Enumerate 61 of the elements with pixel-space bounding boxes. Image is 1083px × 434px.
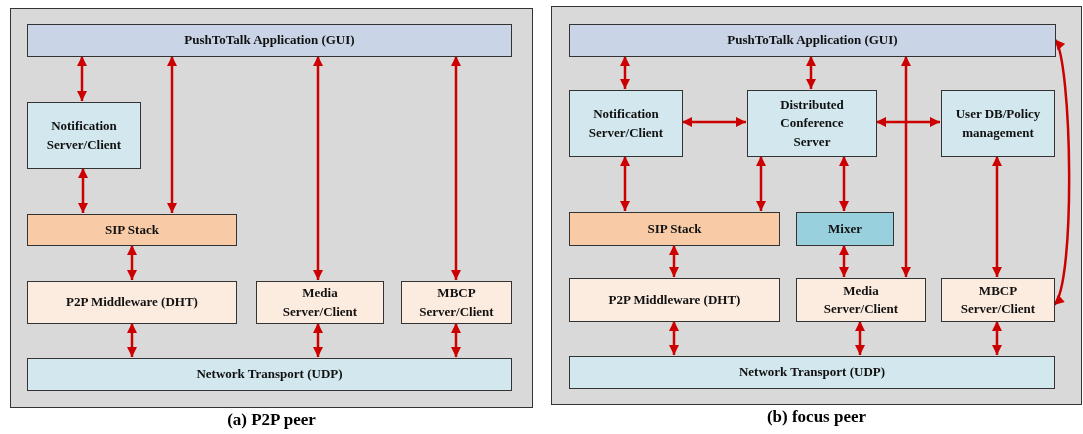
arrow (992, 156, 1002, 277)
arrow (855, 321, 865, 355)
arrow (682, 117, 746, 127)
panel-background (10, 8, 533, 408)
component-label: Notification Server/Client (45, 117, 123, 154)
arrow (313, 56, 323, 280)
arrow (620, 156, 630, 211)
component-label: Network Transport (UDP) (195, 365, 344, 384)
arrow (876, 117, 940, 127)
component-box (569, 278, 780, 322)
arrow (451, 56, 461, 280)
component-label: Mixer (827, 219, 863, 238)
component-label: User DB/Policy management (954, 105, 1042, 142)
arrow (78, 168, 88, 213)
component-label: SIP Stack (646, 219, 703, 238)
arrow (806, 56, 816, 89)
arrow (992, 321, 1002, 355)
component-box (569, 90, 683, 157)
component-box (569, 24, 1056, 57)
component-box (796, 212, 894, 246)
component-label: SIP Stack (104, 220, 160, 239)
arrow (839, 156, 849, 211)
component-box (569, 356, 1055, 389)
arrow (669, 321, 679, 355)
panel-caption: (a) P2P peer (226, 410, 317, 430)
component-box (27, 281, 237, 324)
arrow (756, 156, 766, 211)
arrow (839, 245, 849, 277)
component-label: Notification Server/Client (587, 105, 665, 142)
component-label: Distributed Conference Server (779, 96, 845, 151)
arrow (620, 56, 630, 89)
component-label: P2P Middleware (DHT) (65, 293, 199, 312)
panel-caption: (b) focus peer (765, 407, 868, 427)
arrow (77, 56, 87, 101)
arrow (451, 323, 461, 357)
component-label: PushToTalk Application (GUI) (726, 31, 899, 50)
component-label: MBCP Server/Client (418, 284, 495, 321)
component-box (401, 281, 512, 324)
component-box (569, 212, 780, 246)
component-box (27, 102, 141, 169)
arrow (313, 323, 323, 357)
component-box (27, 214, 237, 246)
component-box (796, 278, 926, 322)
component-box (256, 281, 384, 324)
component-label: PushToTalk Application (GUI) (183, 31, 356, 50)
component-label: Media Server/Client (281, 284, 359, 321)
arrow (167, 56, 177, 213)
panel-background (551, 6, 1082, 405)
component-box (747, 90, 877, 157)
component-label: MBCP Server/Client (959, 281, 1037, 318)
component-box (941, 278, 1055, 322)
component-label: Network Transport (UDP) (737, 363, 887, 382)
component-box (27, 358, 512, 391)
component-box (27, 24, 512, 57)
component-box (941, 90, 1055, 157)
arrow (127, 245, 137, 280)
component-label: P2P Middleware (DHT) (607, 290, 742, 309)
arrow (127, 323, 137, 357)
component-label: Media Server/Client (822, 281, 900, 318)
arrow (669, 245, 679, 277)
arrow (901, 56, 911, 277)
